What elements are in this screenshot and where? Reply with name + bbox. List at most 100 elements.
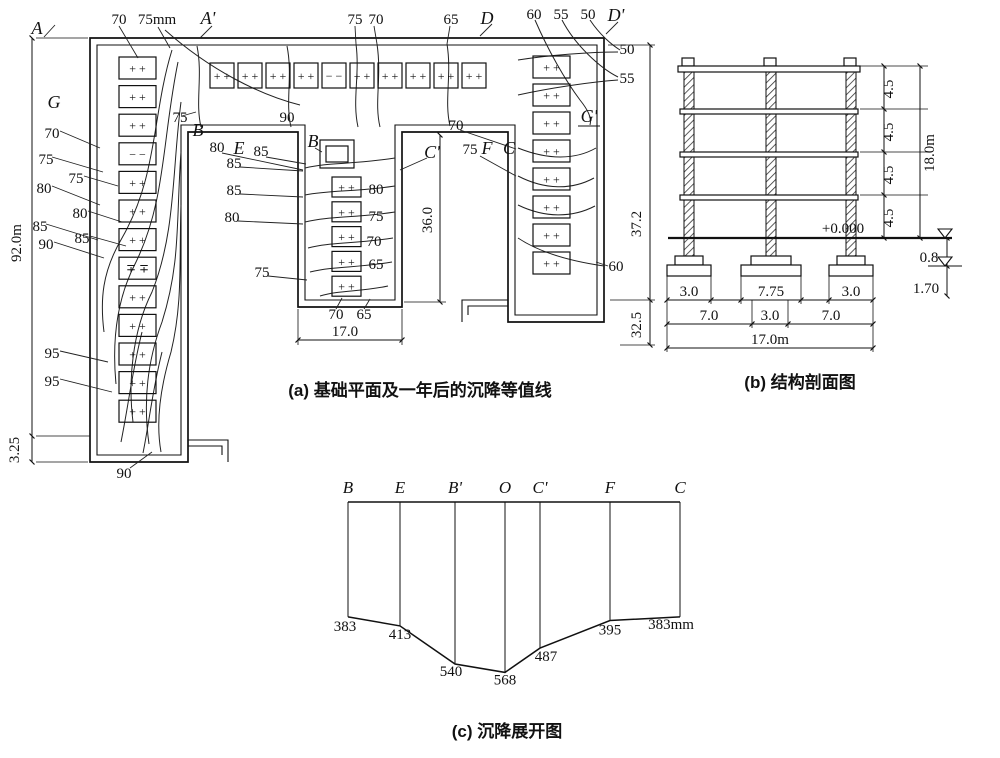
contour-label: 75 — [463, 142, 478, 158]
contour-label: 60 — [527, 7, 542, 23]
profile-point-value: 413 — [389, 627, 412, 643]
footing-symbol: + + — [338, 230, 355, 244]
profile-point-label: E — [394, 478, 406, 497]
contour-line — [517, 237, 605, 267]
footing-middle — [331, 275, 362, 297]
leader-line — [595, 261, 609, 267]
roof-upstand — [681, 57, 695, 67]
plan-hook-right-wing — [461, 299, 508, 322]
footing-symbol: + + — [382, 69, 399, 83]
level-zero-label: +0.000 — [822, 221, 864, 237]
contour-label: 70 — [369, 12, 384, 28]
story-height-label: 4.5 — [881, 166, 897, 185]
contour-label: 75 — [255, 265, 270, 281]
footing-left — [118, 256, 157, 280]
footing-symbol: + + — [214, 69, 231, 83]
contour-line — [120, 331, 143, 443]
leader-line — [221, 152, 304, 171]
footing-right — [532, 139, 571, 163]
footing-left — [118, 170, 157, 194]
footing-symbol: + + — [129, 233, 146, 247]
leader-line — [459, 129, 517, 150]
footing-top — [321, 62, 347, 89]
contour-label: 70 — [112, 12, 127, 28]
axis-label-D2: D' — [607, 5, 626, 25]
leader-line — [118, 25, 139, 59]
axis-label-C2: C' — [424, 142, 441, 162]
contour-label: 75 — [369, 209, 384, 225]
level-triangle-zero — [936, 228, 954, 239]
leader-line — [157, 26, 171, 49]
footing-symbol: + + — [129, 290, 146, 304]
plan-view: + ++ ++ +− −+ ++ ++ +∓ ∓+ ++ ++ ++ ++ ++… — [7, 5, 655, 482]
footing-base — [740, 264, 802, 277]
profile-point-label: O — [499, 478, 511, 497]
footing-base — [666, 264, 712, 277]
footing-symbol: ∓ ∓ — [126, 262, 149, 276]
contour-line — [446, 43, 451, 127]
bay-width-label: 3.0 — [761, 308, 780, 324]
footing-symbol: − − — [326, 69, 343, 83]
plan-outer-outline — [89, 37, 605, 463]
floor-slab — [679, 194, 859, 201]
contour-line — [304, 185, 396, 196]
contour-line — [142, 351, 163, 454]
contour-line — [376, 43, 381, 128]
leader-line — [479, 155, 517, 177]
story-height-label: 4.5 — [881, 80, 897, 99]
footing-width-label: 3.0 — [842, 284, 861, 300]
story-height-label: 4.5 — [881, 209, 897, 228]
dimension-label-92: 92.0m — [9, 224, 25, 262]
basement-column — [765, 237, 777, 257]
plan-dimensions — [29, 35, 655, 465]
leader-line — [59, 378, 113, 393]
ext-line — [297, 309, 403, 345]
contour-label: 50 — [620, 42, 635, 58]
footing-right — [532, 111, 571, 135]
footing-left — [118, 56, 157, 80]
contour-label: 70 — [45, 126, 60, 142]
bay-width-label: 7.0 — [822, 308, 841, 324]
contour-line — [561, 19, 619, 78]
leader-line — [237, 220, 304, 225]
axis-slash — [43, 24, 56, 38]
leader-line — [363, 298, 371, 310]
axis-slash — [479, 23, 493, 37]
basement-column — [683, 237, 695, 257]
ext-line — [608, 44, 655, 346]
footing-top — [293, 62, 319, 89]
footing-symbol: + + — [129, 348, 146, 362]
axis-label-B: B — [193, 120, 204, 140]
contour-line — [355, 43, 359, 128]
leader-line — [239, 193, 304, 198]
floor-slab — [679, 151, 859, 158]
dimension-label-17: 17.0 — [332, 324, 358, 340]
leader-line — [335, 297, 343, 310]
leader-line — [399, 157, 428, 171]
nested-footing-detail-inner — [325, 145, 349, 163]
contour-label: 75 — [39, 152, 54, 168]
footing-symbol: + + — [129, 405, 146, 419]
leader-line — [267, 275, 308, 281]
footing-step — [674, 255, 704, 266]
dim-170-label: 1.70 — [913, 281, 939, 297]
footing-left — [118, 199, 157, 223]
leader-line — [239, 166, 304, 172]
axis-label-F: F — [481, 138, 494, 158]
contour-label: 65 — [357, 307, 372, 323]
axis-label-A: A — [31, 18, 44, 38]
contour-label: 75 — [173, 110, 188, 126]
contour-line — [158, 204, 182, 453]
contour-line — [196, 45, 202, 128]
contour-label: 80 — [37, 181, 52, 197]
footing-base — [828, 264, 874, 277]
footing-symbol: + + — [129, 205, 146, 219]
leader-line — [89, 235, 127, 247]
footing-symbol: + + — [466, 69, 483, 83]
footing-symbol: + + — [242, 69, 259, 83]
total-width-label: 17.0m — [751, 332, 789, 348]
footing-symbol: + + — [438, 69, 455, 83]
leader-line — [314, 147, 323, 153]
